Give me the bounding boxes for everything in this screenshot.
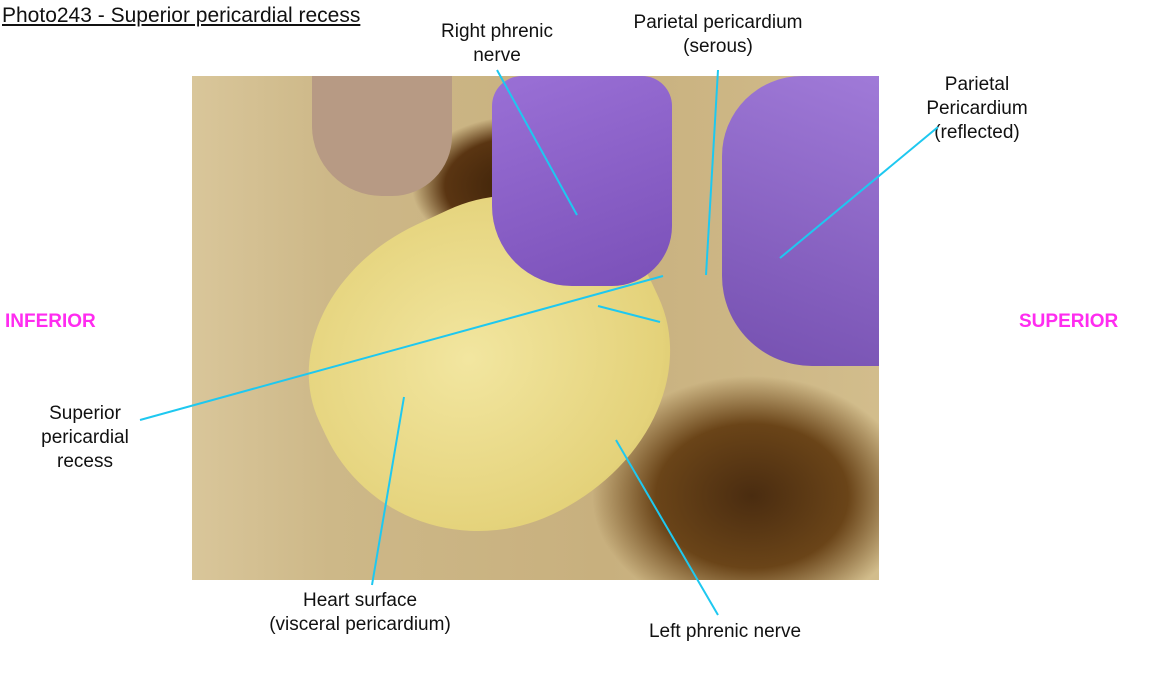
liver-region [312,76,452,196]
direction-superior: SUPERIOR [1019,311,1119,332]
label-line: Parietal [944,74,1010,95]
label-right-phrenic-nerve: Right phrenic nerve [440,20,554,68]
label-line: Right phrenic [441,21,553,42]
label-line: Pericardium [926,98,1028,119]
label-line: Superior [49,403,121,424]
leader-superior-recess-2 [597,305,661,323]
label-superior-pericardial-recess: Superior pericardial recess [25,402,145,474]
leader-left-phrenic [615,439,719,616]
glove-right [722,76,879,366]
leader-parietal-reflected [779,126,939,259]
label-line: Parietal pericardium [633,12,803,33]
glove-left [492,76,672,286]
label-line: Heart surface [302,590,418,611]
label-left-phrenic-nerve: Left phrenic nerve [630,620,820,644]
label-line: Left phrenic nerve [648,621,802,642]
leader-heart-surface [371,396,405,586]
leader-right-phrenic [496,69,578,216]
page-title: Photo243 - Superior pericardial recess [2,4,361,27]
label-line: (visceral pericardium) [269,614,451,635]
label-heart-surface: Heart surface (visceral pericardium) [250,589,470,637]
label-line: (reflected) [934,122,1020,143]
direction-inferior: INFERIOR [5,311,96,332]
label-parietal-pericardium-serous: Parietal pericardium (serous) [615,11,821,59]
label-parietal-pericardium-reflected: Parietal Pericardium (reflected) [915,73,1039,145]
leader-parietal-serous [705,69,719,276]
dissection-photo [192,76,879,580]
label-line: (serous) [683,36,753,57]
label-line: recess [57,451,113,472]
label-line: pericardial [41,427,129,448]
label-line: nerve [473,45,521,66]
leader-superior-recess [139,275,664,421]
